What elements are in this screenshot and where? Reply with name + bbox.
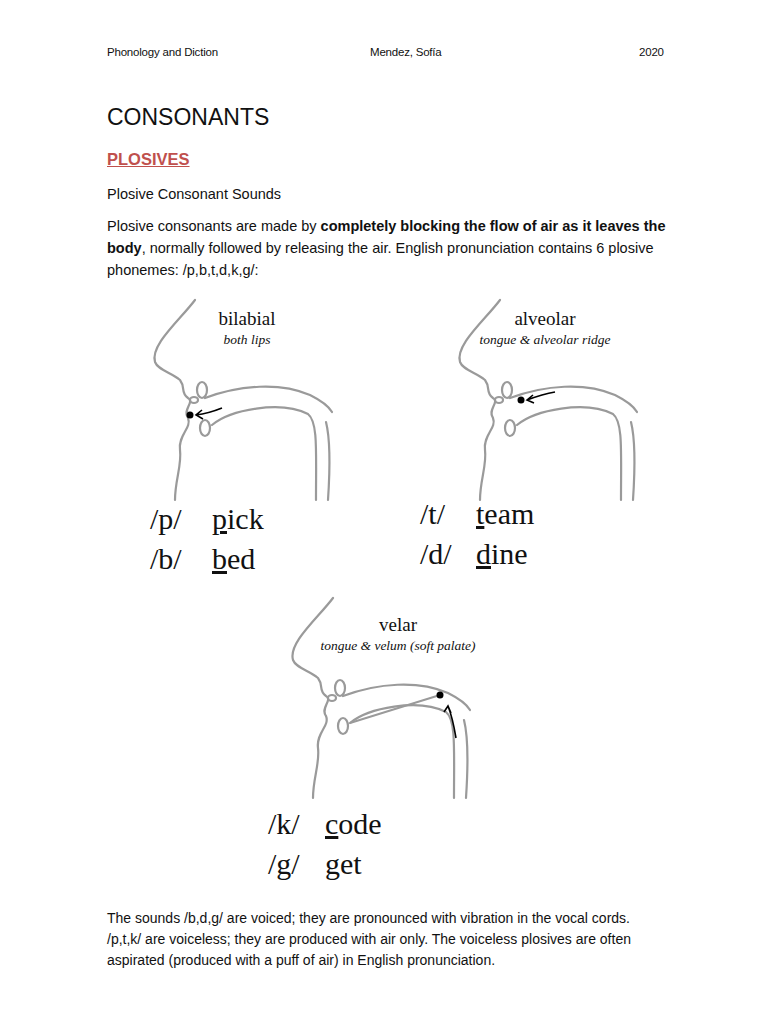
place-label: velar — [379, 614, 417, 636]
place-description: tongue & alveolar ridge — [480, 332, 611, 348]
alveolar-head — [459, 300, 637, 500]
phoneme-symbol: /k/ — [268, 807, 300, 841]
velar-head — [292, 598, 470, 798]
phoneme-symbol: /d/ — [420, 537, 452, 571]
header-text: Mendez, Sofía — [370, 46, 442, 58]
header-text: Phonology and Diction — [107, 46, 218, 58]
section-heading: PLOSIVES — [107, 150, 190, 169]
phoneme-symbol: /g/ — [268, 847, 300, 881]
phoneme-symbol: /p/ — [150, 502, 182, 536]
page-title: CONSONANTS — [107, 104, 269, 131]
place-description: both lips — [224, 332, 271, 348]
place-label: bilabial — [219, 308, 276, 330]
voicing-paragraph: The sounds /b,d,g/ are voiced; they are … — [107, 908, 667, 971]
example-word: code — [325, 807, 382, 841]
body-text: , normally followed by releasing the air… — [107, 240, 653, 278]
example-word: get — [325, 847, 362, 881]
body-text: Plosive consonants are made by — [107, 218, 321, 234]
example-word: pick — [212, 502, 264, 536]
example-word: dine — [476, 537, 528, 571]
place-label: alveolar — [514, 308, 575, 330]
example-word: team — [476, 497, 534, 531]
phoneme-symbol: /t/ — [420, 497, 445, 531]
phoneme-symbol: /b/ — [150, 542, 182, 576]
bilabial-head — [154, 300, 332, 500]
subheading: Plosive Consonant Sounds — [107, 186, 281, 202]
place-description: tongue & velum (soft palate) — [320, 638, 475, 654]
example-word: bed — [212, 542, 255, 576]
intro-paragraph: Plosive consonants are made by completel… — [107, 215, 667, 281]
header-text: 2020 — [639, 46, 664, 58]
